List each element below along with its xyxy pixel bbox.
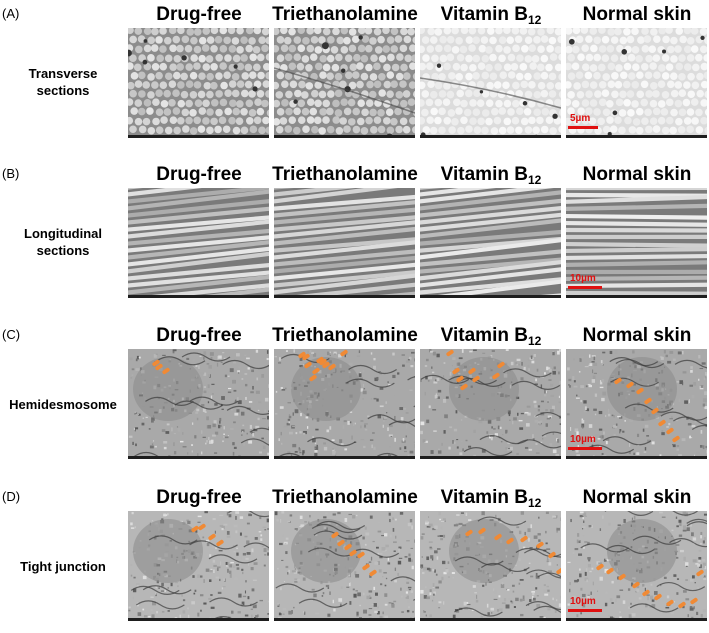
micrograph-info-strip xyxy=(274,135,415,138)
column-header-triethanolamine: Triethanolamine xyxy=(270,325,420,347)
micrograph-info-strip xyxy=(420,135,561,138)
scale-bar xyxy=(568,126,598,129)
micrograph-info-strip xyxy=(420,618,561,621)
micrograph-texture xyxy=(420,511,561,621)
row-label-hemidesmosome: Hemidesmosome xyxy=(9,397,117,412)
micrograph-texture xyxy=(566,28,707,138)
micrograph-tight-junction-triethanolamine xyxy=(274,511,415,621)
micrograph-info-strip xyxy=(128,295,269,298)
panel-letter: (D) xyxy=(2,489,21,504)
column-header-subscript: 12 xyxy=(527,496,542,510)
column-header-text: Normal skin xyxy=(582,4,692,25)
scale-bar-label: 10µm xyxy=(570,434,596,445)
column-header-text: Normal skin xyxy=(582,487,692,508)
micrograph-tight-junction-drug-free xyxy=(128,511,269,621)
column-header-text: Normal skin xyxy=(582,325,692,346)
column-header-text: Triethanolamine xyxy=(272,487,418,508)
micrograph-transverse-normal-skin xyxy=(566,28,707,138)
micrograph-hemidesmosome-triethanolamine xyxy=(274,349,415,459)
column-header-normal-skin: Normal skin xyxy=(562,4,709,26)
column-header-subscript: 12 xyxy=(527,334,542,348)
column-header-normal-skin: Normal skin xyxy=(562,487,709,509)
micrograph-transverse-triethanolamine xyxy=(274,28,415,138)
micrograph-texture xyxy=(128,28,269,138)
micrograph-texture xyxy=(128,188,269,298)
micrograph-texture xyxy=(566,188,707,298)
column-header-vitamin-b12: Vitamin B12 xyxy=(416,164,566,187)
scale-bar-label: 5µm xyxy=(570,113,591,124)
micrograph-info-strip xyxy=(128,456,269,459)
scale-bar-label: 10µm xyxy=(570,273,596,284)
column-header-drug-free: Drug-free xyxy=(124,487,274,509)
column-header-text: Triethanolamine xyxy=(272,325,418,346)
panel-letter: (A) xyxy=(2,6,20,21)
micrograph-texture xyxy=(420,349,561,459)
column-header-text: Normal skin xyxy=(582,164,692,185)
column-header-vitamin-b12: Vitamin B12 xyxy=(416,325,566,348)
column-header-drug-free: Drug-free xyxy=(124,4,274,26)
micrograph-info-strip xyxy=(274,618,415,621)
column-header-text: Drug-free xyxy=(156,325,242,346)
column-header-text: Drug-free xyxy=(156,487,242,508)
micrograph-info-strip xyxy=(420,456,561,459)
column-header-text: Vitamin B xyxy=(440,325,528,346)
micrograph-texture xyxy=(420,28,561,138)
micrograph-info-strip xyxy=(566,456,707,459)
column-header-text: Drug-free xyxy=(156,164,242,185)
column-header-triethanolamine: Triethanolamine xyxy=(270,164,420,186)
column-header-triethanolamine: Triethanolamine xyxy=(270,487,420,509)
row-label-transverse: Transverse sections xyxy=(28,66,98,98)
column-header-vitamin-b12: Vitamin B12 xyxy=(416,487,566,510)
micrograph-info-strip xyxy=(566,295,707,298)
scale-bar xyxy=(568,447,602,450)
scale-bar-label: 10µm xyxy=(570,596,596,607)
micrograph-info-strip xyxy=(566,618,707,621)
micrograph-info-strip xyxy=(566,135,707,138)
column-header-drug-free: Drug-free xyxy=(124,325,274,347)
column-header-subscript: 12 xyxy=(527,13,542,27)
column-header-normal-skin: Normal skin xyxy=(562,164,709,186)
row-label-longitudinal: Longitudinal sections xyxy=(24,226,102,258)
panel-letter: (C) xyxy=(2,327,21,342)
micrograph-hemidesmosome-drug-free xyxy=(128,349,269,459)
micrograph-texture xyxy=(274,28,415,138)
column-header-text: Vitamin B xyxy=(440,164,528,185)
column-header-text: Triethanolamine xyxy=(272,164,418,185)
column-header-triethanolamine: Triethanolamine xyxy=(270,4,420,26)
column-header-subscript: 12 xyxy=(527,173,542,187)
micrograph-longitudinal-vitamin-b12 xyxy=(420,188,561,298)
column-header-text: Drug-free xyxy=(156,4,242,25)
scale-bar xyxy=(568,609,602,612)
column-header-text: Vitamin B xyxy=(440,487,528,508)
micrograph-texture xyxy=(274,349,415,459)
column-header-vitamin-b12: Vitamin B12 xyxy=(416,4,566,27)
micrograph-texture xyxy=(274,188,415,298)
micrograph-info-strip xyxy=(128,135,269,138)
micrograph-texture xyxy=(128,349,269,459)
micrograph-hemidesmosome-normal-skin xyxy=(566,349,707,459)
column-header-text: Vitamin B xyxy=(440,4,528,25)
micrograph-info-strip xyxy=(274,295,415,298)
micrograph-transverse-vitamin-b12 xyxy=(420,28,561,138)
micrograph-longitudinal-drug-free xyxy=(128,188,269,298)
micrograph-info-strip xyxy=(420,295,561,298)
micrograph-transverse-drug-free xyxy=(128,28,269,138)
micrograph-texture xyxy=(420,188,561,298)
column-header-drug-free: Drug-free xyxy=(124,164,274,186)
panel-letter: (B) xyxy=(2,166,20,181)
micrograph-texture xyxy=(274,511,415,621)
micrograph-tight-junction-normal-skin xyxy=(566,511,707,621)
micrograph-longitudinal-normal-skin xyxy=(566,188,707,298)
micrograph-longitudinal-triethanolamine xyxy=(274,188,415,298)
column-header-text: Triethanolamine xyxy=(272,4,418,25)
scale-bar xyxy=(568,286,602,289)
micrograph-info-strip xyxy=(274,456,415,459)
column-header-normal-skin: Normal skin xyxy=(562,325,709,347)
micrograph-hemidesmosome-vitamin-b12 xyxy=(420,349,561,459)
row-label-tight-junction: Tight junction xyxy=(20,559,106,574)
micrograph-info-strip xyxy=(128,618,269,621)
micrograph-tight-junction-vitamin-b12 xyxy=(420,511,561,621)
